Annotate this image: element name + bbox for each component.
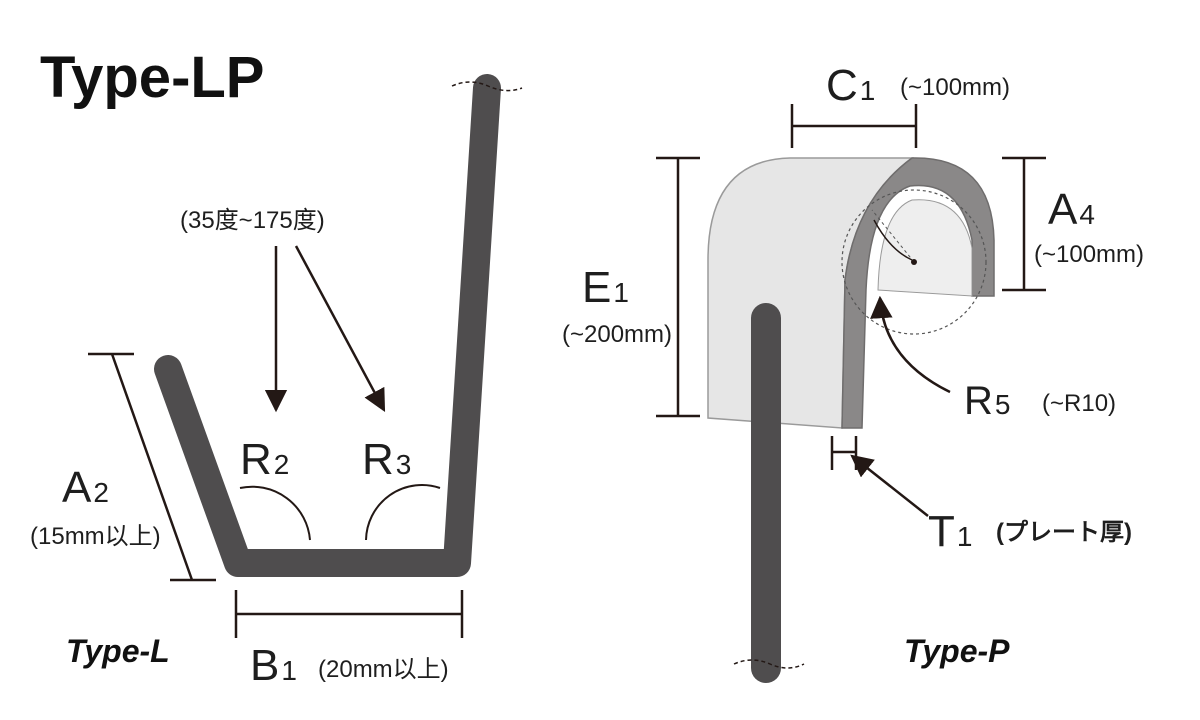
- e1-label: E1: [582, 263, 629, 312]
- b1-note: (20mm以上): [318, 656, 449, 683]
- type-p-break-line: [733, 659, 805, 669]
- c1-note: (~100mm): [900, 74, 1010, 101]
- r5-inner-arc: [873, 219, 913, 261]
- angle-arrow-r3: [294, 245, 386, 412]
- t1-label: T1: [928, 507, 972, 556]
- r5-label: R5: [964, 379, 1010, 423]
- a2-label: A2: [62, 463, 109, 512]
- r5-pointer-arrow: [870, 295, 951, 394]
- type-p-side-face: [841, 157, 995, 429]
- t1-note: (プレート厚): [996, 519, 1132, 546]
- a2-note: (15mm以上): [30, 523, 161, 550]
- r2-angle-arc: [239, 485, 311, 541]
- r5-center-dot: [911, 259, 917, 265]
- r3-label: R3: [362, 435, 411, 484]
- c1-label: C1: [826, 61, 875, 110]
- r5-note: (~R10): [1042, 390, 1116, 417]
- angle-range-note: (35度~175度): [180, 207, 325, 234]
- a2-dimension-line: [110, 353, 194, 581]
- type-l-break-line: [451, 81, 523, 92]
- r3-angle-arc: [365, 484, 441, 541]
- diagram-title: Type-LP: [40, 45, 265, 110]
- type-p-label: Type-P: [904, 633, 1010, 669]
- a4-label: A4: [1048, 185, 1095, 234]
- r5-radius-circle: [841, 189, 987, 335]
- a4-note: (~100mm): [1034, 241, 1144, 268]
- type-p-drawing: C1 (~100mm) A4 (~100mm) E1 (~200mm) R5 (…: [562, 61, 1144, 683]
- r2-label: R2: [240, 435, 289, 484]
- t1-pointer-arrow: [850, 454, 929, 517]
- r5-radius-line: [871, 209, 915, 263]
- type-l-label: Type-L: [66, 633, 170, 669]
- b1-label: B1: [250, 641, 297, 690]
- type-l-drawing: A2 (15mm以上) B1 (20mm以上) (35度~175度) R2 R3…: [30, 74, 523, 690]
- e1-note: (~200mm): [562, 321, 672, 348]
- type-l-plate: [154, 74, 501, 577]
- type-p-inner-face: [877, 199, 973, 297]
